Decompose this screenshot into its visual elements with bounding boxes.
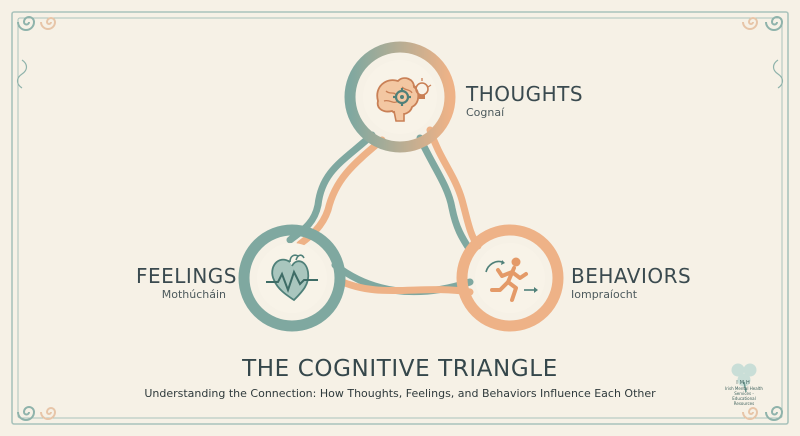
diagram-title: THE COGNITIVE TRIANGLE [242, 356, 558, 382]
logo-letters: IMH [736, 380, 752, 386]
feelings-subtitle: Mothúcháin [161, 288, 226, 301]
thoughts-label: THOUGHTS Cognaí [466, 82, 583, 119]
feelings-title: FEELINGS [136, 264, 237, 288]
heart-pulse-icon [266, 254, 318, 302]
logo-text: Irish Mental Health Services - Education… [725, 386, 763, 406]
behaviors-subtitle: Iompraíocht [571, 288, 638, 301]
corner-spirals [16, 16, 784, 421]
brain-gear-lightbulb-icon [376, 77, 432, 122]
behaviors-title: BEHAVIORS [571, 264, 692, 288]
decorative-border [11, 11, 789, 425]
behaviors-label: BEHAVIORS Iompraíocht [571, 264, 691, 301]
organization-logo: IMH Irish Mental Health Services - Educa… [722, 358, 766, 406]
feelings-label: FEELINGS Mothúcháin [136, 264, 237, 301]
thoughts-subtitle: Cognaí [466, 106, 505, 119]
thoughts-title: THOUGHTS [466, 82, 584, 106]
shamrock-logo-icon [731, 363, 757, 393]
diagram-subtitle: Understanding the Connection: How Though… [144, 387, 656, 400]
running-person-icon [485, 257, 538, 302]
